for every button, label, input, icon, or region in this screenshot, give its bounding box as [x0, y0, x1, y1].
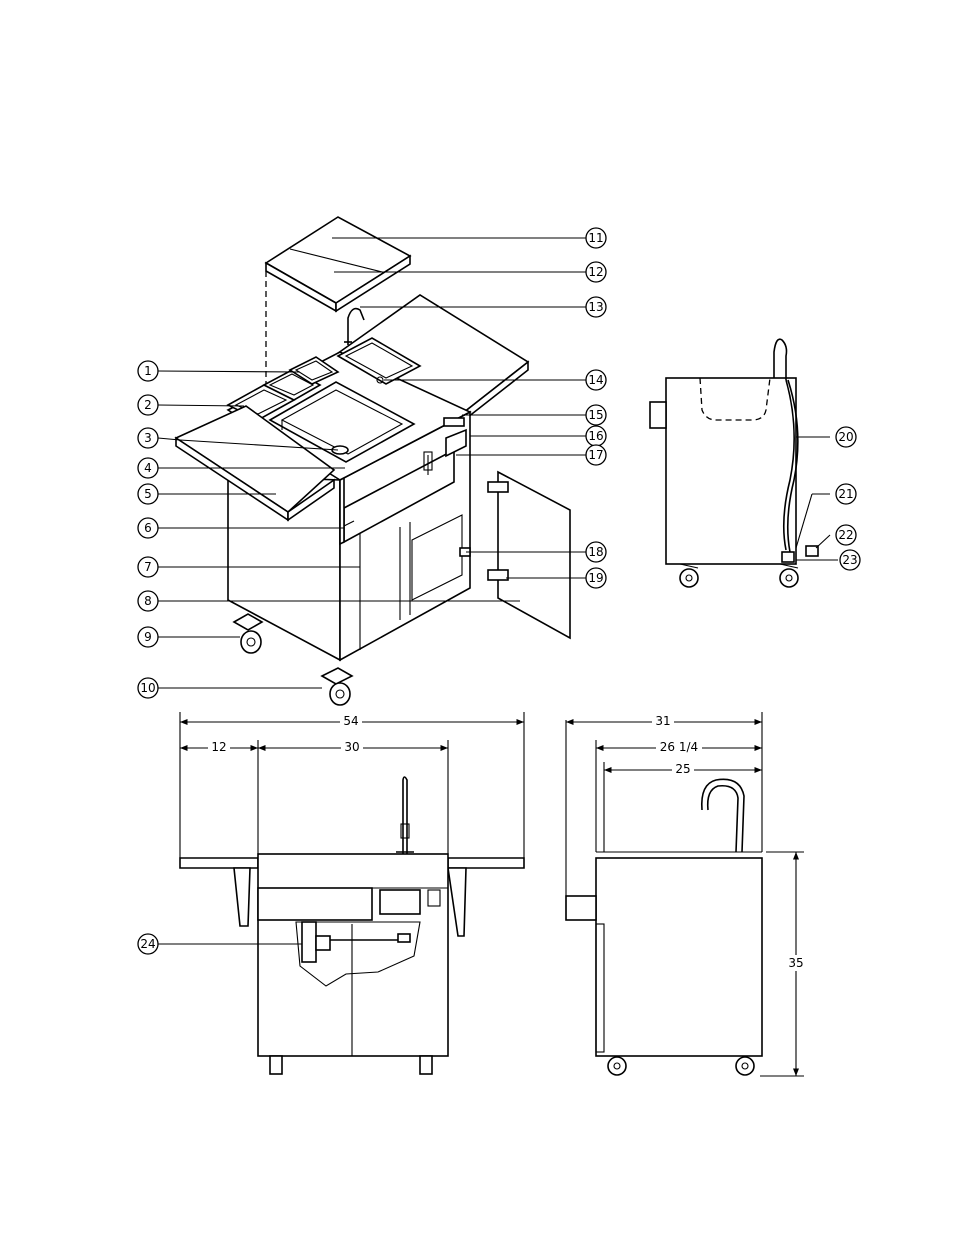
callout-label: 12: [588, 265, 603, 279]
callout-18: 18: [586, 542, 606, 562]
callout-24: 24: [138, 934, 158, 954]
callout-label: 6: [144, 521, 152, 535]
cutting-board: [266, 217, 410, 311]
soap-dispenser: [444, 418, 464, 426]
callout-label: 23: [842, 553, 857, 567]
callout-label: 19: [588, 571, 603, 585]
callout-label: 24: [140, 937, 155, 951]
dim-front-overall: 54: [343, 714, 358, 728]
callout-9: 9: [138, 627, 158, 647]
callout-label: 18: [588, 545, 603, 559]
callout-1: 1: [138, 361, 158, 381]
front-elevation: [180, 777, 524, 1074]
callout-label: 15: [588, 408, 603, 422]
callout-17: 17: [586, 445, 606, 465]
faucet-front: [403, 777, 407, 854]
callout-label: 9: [144, 630, 152, 644]
callout-16: 16: [586, 426, 606, 446]
callout-label: 22: [838, 528, 853, 542]
dim-front-cabinet: 30: [344, 740, 359, 754]
callout-8: 8: [138, 591, 158, 611]
callout-7: 7: [138, 557, 158, 577]
callout-label: 14: [588, 373, 603, 387]
callout-20: 20: [836, 427, 856, 447]
callout-19: 19: [586, 568, 606, 588]
cabinet-door: [498, 472, 570, 638]
callout-label: 4: [144, 461, 152, 475]
faucet-side: [774, 339, 787, 380]
callout-11: 11: [586, 228, 606, 248]
callout-23: 23: [840, 550, 860, 570]
callout-label: 16: [588, 429, 603, 443]
callout-label: 13: [588, 300, 603, 314]
callout-21: 21: [836, 484, 856, 504]
door-hinge-top: [488, 482, 508, 492]
callout-label: 7: [144, 560, 152, 574]
side-view: [650, 339, 818, 587]
callout-label: 21: [838, 487, 853, 501]
callout-label: 8: [144, 594, 152, 608]
callout-label: 10: [140, 681, 155, 695]
door-hinge-bottom: [488, 570, 508, 580]
callout-15: 15: [586, 405, 606, 425]
callout-3: 3: [138, 428, 158, 448]
callout-12: 12: [586, 262, 606, 282]
isometric-view: [176, 217, 570, 705]
callout-22: 22: [836, 525, 856, 545]
callout-label: 20: [838, 430, 853, 444]
side-elevation: [566, 720, 762, 1075]
callout-6: 6: [138, 518, 158, 538]
callout-label: 3: [144, 431, 152, 445]
callout-label: 1: [144, 364, 152, 378]
dim-side-inner: 25: [675, 762, 690, 776]
dim-side-mid: 26 1/4: [660, 740, 698, 754]
callout-4: 4: [138, 458, 158, 478]
callout-13: 13: [586, 297, 606, 317]
callout-label: 2: [144, 398, 152, 412]
callout-2: 2: [138, 395, 158, 415]
callout-5: 5: [138, 484, 158, 504]
dim-side-height: 35: [788, 956, 803, 970]
callout-label: 5: [144, 487, 152, 501]
caster-rear: [234, 614, 262, 653]
callout-14: 14: [586, 370, 606, 390]
dim-side-overall: 31: [655, 714, 670, 728]
callout-label: 17: [588, 448, 603, 462]
callout-label: 11: [588, 231, 603, 245]
caster-front: [322, 668, 352, 705]
dim-front-left-shelf: 12: [211, 740, 226, 754]
callout-10: 10: [138, 678, 158, 698]
